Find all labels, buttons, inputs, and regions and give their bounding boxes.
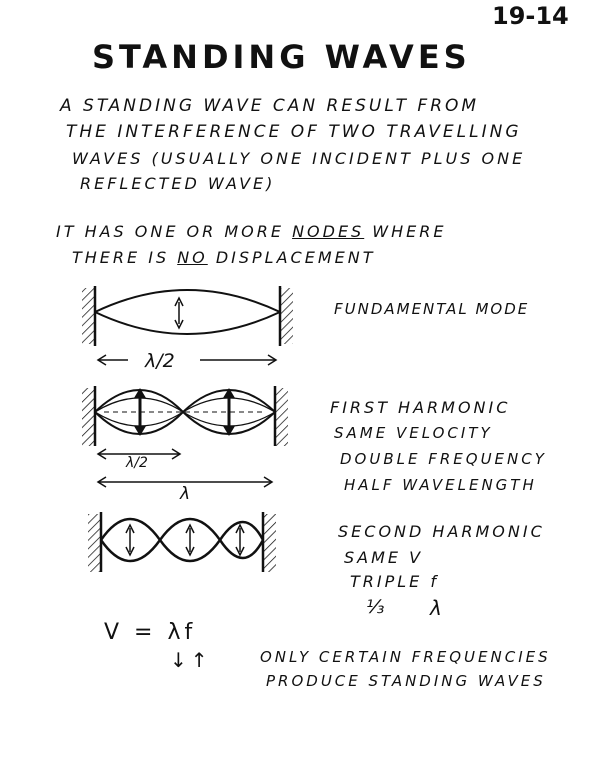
first-harmonic-line-1: FIRST HARMONIC: [330, 398, 511, 417]
equation-arrows: ↓↑: [170, 648, 212, 672]
right-wall: [276, 388, 288, 446]
nodes-emphasis: NODES: [292, 222, 365, 241]
fundamental-diagram: [82, 286, 293, 366]
page-number: 19-14: [492, 2, 569, 30]
wave-equation: V = λf: [104, 620, 197, 645]
second-harmonic-line-1: SECOND HARMONIC: [338, 522, 545, 541]
nodes-line-1-pre: IT HAS ONE OR MORE: [56, 222, 293, 241]
page-title: STANDING WAVES: [92, 38, 471, 76]
inner-lower-envelope: [94, 411, 276, 427]
first-harmonic-lambda-label: λ: [180, 484, 191, 504]
upper-envelope: [94, 289, 281, 313]
second-harmonic-lambda: λ: [430, 596, 442, 620]
lower-envelope: [99, 537, 265, 563]
wavelength-arrowheads: [96, 476, 274, 488]
left-wall: [82, 388, 94, 446]
intro-line-4: REFLECTED WAVE): [80, 174, 276, 193]
intro-line-1: A STANDING WAVE CAN RESULT FROM: [60, 96, 480, 116]
lower-envelope: [94, 311, 281, 335]
intro-line-2: THE INTERFERENCE OF TWO TRAVELLING: [66, 122, 522, 142]
second-harmonic-diagram: [88, 512, 276, 572]
conclusion-line-2: PRODUCE STANDING WAVES: [266, 672, 546, 690]
first-harmonic-line-4: HALF WAVELENGTH: [344, 476, 537, 494]
antinode-arrow-3-heads: [235, 523, 245, 557]
left-wall: [88, 514, 100, 572]
antinode-arrow-left-heads: [134, 388, 146, 436]
first-harmonic-line-3: DOUBLE FREQUENCY: [340, 450, 547, 468]
no-emphasis: NO: [177, 248, 208, 267]
nodes-line-2-pre: THERE IS: [72, 248, 178, 267]
intro-line-3: WAVES (USUALLY ONE INCIDENT PLUS ONE: [72, 149, 526, 168]
conclusion-line-1: ONLY CERTAIN FREQUENCIES: [260, 648, 551, 666]
half-wavelength-arrowheads: [96, 448, 182, 460]
first-harmonic-diagram: [82, 386, 288, 488]
second-harmonic-third: ⅓: [366, 596, 385, 618]
second-harmonic-line-3: TRIPLE f: [350, 572, 439, 591]
right-wall: [264, 514, 276, 572]
nodes-line-2-post: DISPLACEMENT: [207, 248, 376, 267]
displacement-arrow-heads: [174, 296, 184, 330]
right-wall: [281, 288, 293, 344]
antinode-arrow-2-heads: [185, 523, 195, 557]
second-harmonic-line-2: SAME V: [344, 548, 424, 567]
span-left-arrowhead: [96, 354, 107, 366]
first-harmonic-line-2: SAME VELOCITY: [334, 424, 493, 442]
fundamental-mode-label: FUNDAMENTAL MODE: [334, 300, 530, 318]
left-wall: [82, 288, 94, 344]
first-harmonic-half-label: λ/2: [126, 455, 148, 471]
antinode-arrows: [125, 523, 245, 557]
span-right-arrowhead: [267, 354, 278, 366]
antinode-arrow-right-heads: [223, 388, 235, 436]
fundamental-span-label: λ/2: [145, 350, 175, 372]
nodes-line-2: THERE IS NO DISPLACEMENT: [72, 248, 375, 267]
nodes-line-1: IT HAS ONE OR MORE NODES WHERE: [56, 222, 447, 241]
antinode-arrow-1-heads: [125, 523, 135, 557]
upper-envelope: [99, 517, 265, 543]
nodes-line-1-post: WHERE: [364, 222, 447, 241]
